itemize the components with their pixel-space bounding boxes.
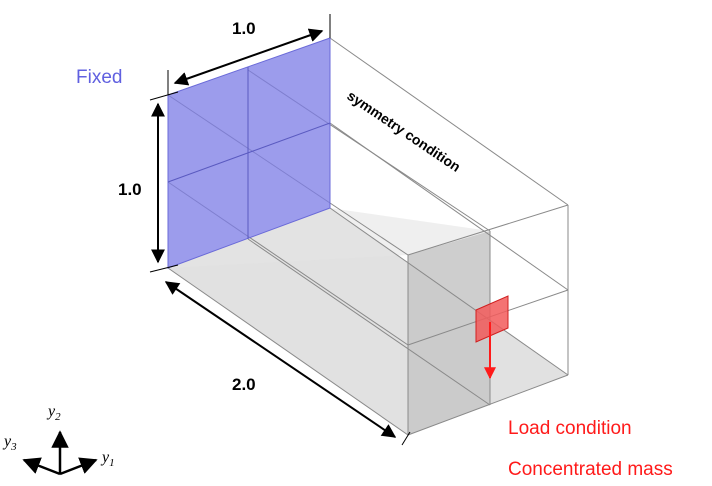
axis-y2-label: y2 [46,403,61,423]
dimension-left-ext-top [149,91,179,101]
label-symmetry-condition: symmetry condition [344,87,463,175]
fixed-face-divider-h [167,122,331,183]
label-fixed: Fixed [76,67,122,88]
dimension-bottom-arrow [164,281,397,438]
dimension-top-label: 1.0 [232,19,256,38]
dimension-left-ext-bottom [149,264,179,273]
label-load-condition: Load condition [508,418,632,439]
end-section-face [408,231,490,435]
box-shade-back [168,208,490,268]
coordinate-triad: y2 y3 y1 [2,403,115,476]
axis-y1-label: y1 [100,449,115,469]
dimension-bottom-label: 2.0 [232,375,256,394]
dimension-bottom-ext-right [401,431,411,446]
dimension-left-label: 1.0 [118,180,142,199]
label-concentrated-mass: Concentrated mass [508,459,673,480]
axis-y3-arrow [22,457,61,476]
dimension-top-arrow [173,28,324,86]
concentrated-mass-square [475,295,509,343]
axis-y3-label: y3 [2,433,17,453]
axis-y1-arrow [59,457,98,476]
